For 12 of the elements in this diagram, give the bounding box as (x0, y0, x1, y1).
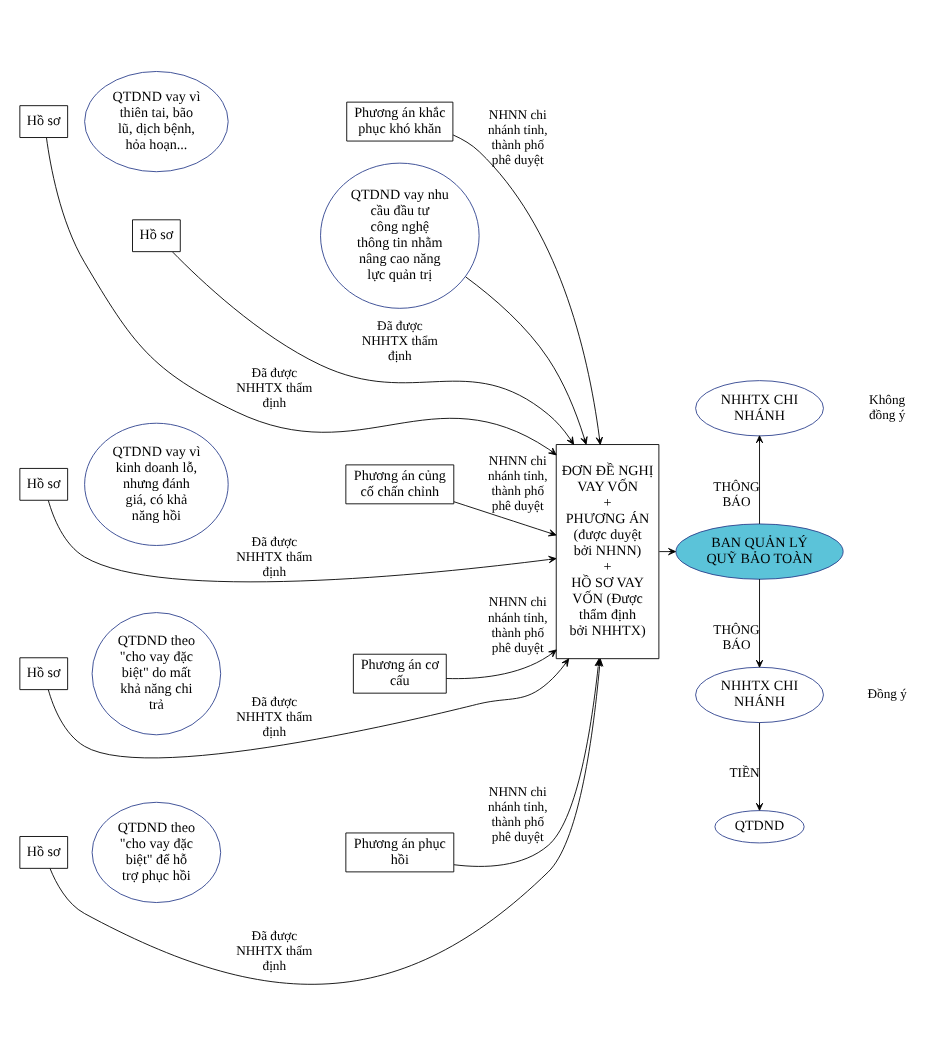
arrow (658, 546, 676, 555)
arrow (47, 499, 557, 582)
arrow (465, 275, 588, 444)
arrow (755, 721, 764, 810)
arrow (445, 648, 557, 679)
arrow (47, 657, 570, 758)
arrow (172, 250, 575, 444)
arrow (755, 434, 764, 524)
arrow (46, 136, 557, 455)
arrow (452, 133, 603, 444)
arrow (453, 500, 557, 536)
arrow (755, 577, 764, 667)
